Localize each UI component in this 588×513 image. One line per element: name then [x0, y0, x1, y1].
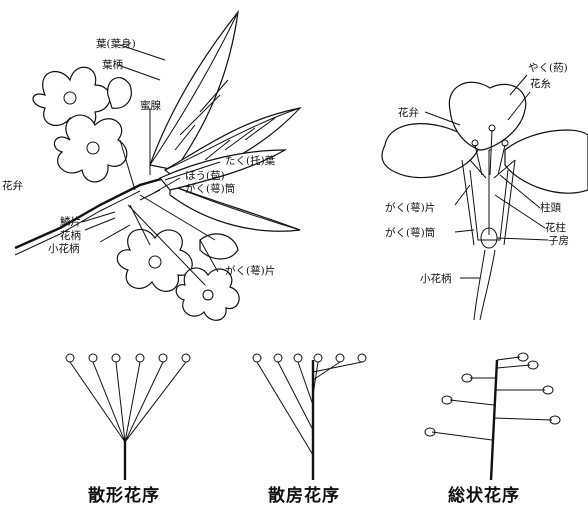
label-anther: やく(葯): [528, 62, 568, 74]
label-gland: 蜜腺: [140, 100, 161, 112]
label-style: 花柱: [545, 222, 566, 234]
label-small-pedicel-left: 小花柄: [48, 243, 80, 255]
label-petiole: 葉柄: [102, 59, 123, 71]
caption-umbel: 散形花序: [88, 486, 160, 506]
label-sepal-left: がく(萼)片: [225, 265, 275, 277]
label-ovary: 子房: [548, 235, 569, 247]
label-bract: ほう(苞): [185, 170, 225, 182]
label-pedicel: 花柄: [60, 230, 81, 242]
label-small-pedicel-right: 小花柄: [420, 273, 452, 285]
label-petal-left: 花弁: [2, 180, 23, 192]
caption-corymb: 散房花序: [268, 486, 340, 506]
label-petal-right: 花弁: [398, 107, 419, 119]
label-calyx-tube-left: がく(萼)筒: [185, 183, 235, 195]
label-filament: 花糸: [530, 78, 551, 90]
caption-raceme: 総状花序: [448, 486, 520, 506]
flower-upper: [33, 67, 131, 182]
raceme-diagram: [425, 353, 560, 480]
umbel-diagram: [66, 354, 190, 480]
petal-right: [505, 130, 588, 193]
label-calyx-tube-right: がく(萼)筒: [385, 227, 435, 239]
corymb-diagram: [253, 354, 366, 480]
label-stigma: 柱頭: [540, 202, 561, 214]
flower-lower: [117, 229, 239, 320]
label-leaf: 葉(葉身): [96, 38, 136, 50]
label-stipule: たく(托)葉: [225, 155, 275, 167]
label-scale: 鱗片: [60, 216, 81, 228]
label-sepal-right: がく(萼)片: [385, 202, 435, 214]
